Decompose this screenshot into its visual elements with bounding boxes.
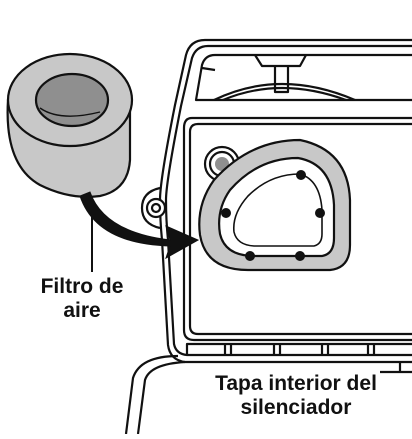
- bolt-dot: [296, 170, 306, 180]
- air-filter: [6, 52, 134, 198]
- bolt-dot: [221, 208, 231, 218]
- bolt-dots: [221, 170, 325, 261]
- muffler-cover: [124, 38, 412, 435]
- bolt-dot: [295, 251, 305, 261]
- filter-label-line-1: Filtro de: [40, 275, 124, 298]
- bolt-dot: [245, 251, 255, 261]
- cover-label-line-2: silenciador: [240, 395, 352, 419]
- filter-label-line-2: aire: [63, 298, 101, 322]
- bolt-dot: [315, 208, 325, 218]
- cover-label-line-1: Tapa interior del: [215, 372, 377, 395]
- cover-label: Tapa interior del silenciador: [180, 372, 412, 419]
- filter-seat: [198, 138, 352, 272]
- filter-label: Filtro de aire: [12, 275, 152, 322]
- install-arrow: [79, 191, 200, 260]
- mounting-hole: [140, 186, 167, 230]
